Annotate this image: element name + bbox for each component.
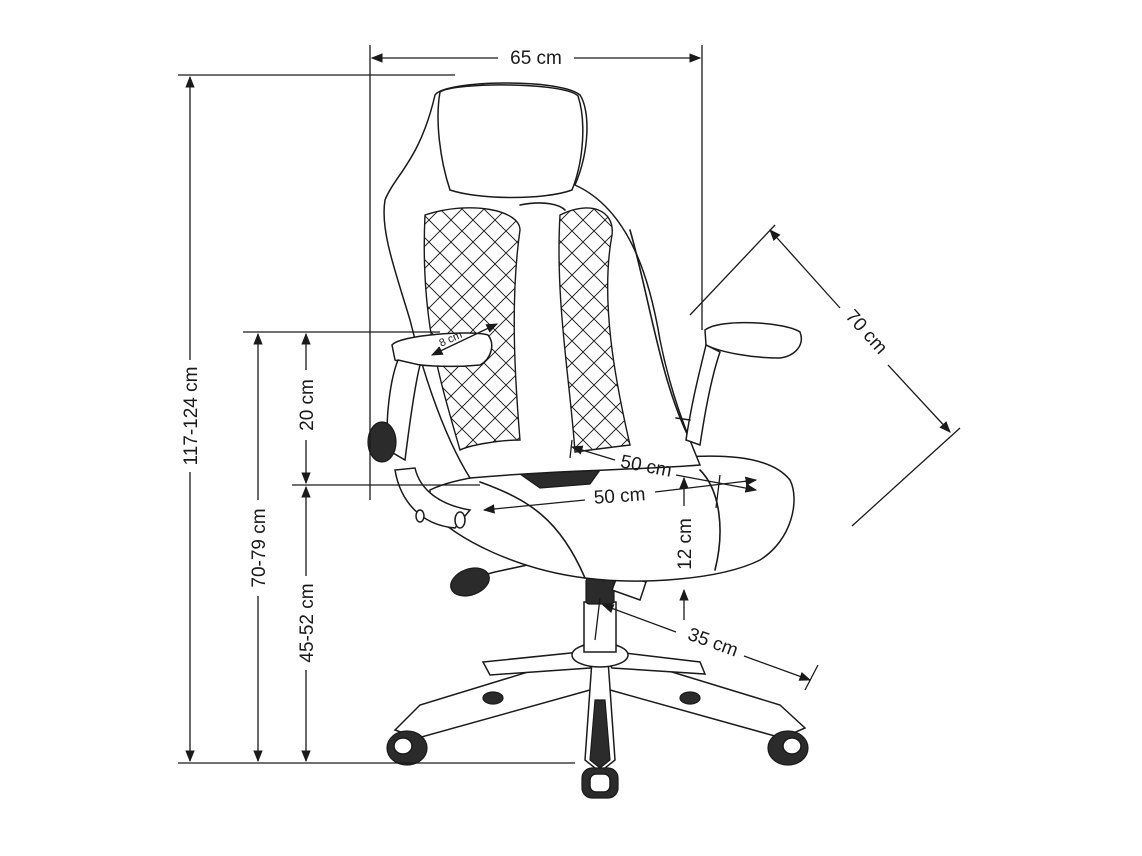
- chair-base: [393, 642, 807, 773]
- office-chair-illustration: [367, 82, 809, 799]
- dimension-lines: [178, 45, 961, 764]
- label-armrest-above-seat: 20 cm: [297, 379, 318, 431]
- casters: [386, 691, 809, 799]
- label-seat-height: 45-52 cm: [297, 583, 318, 662]
- gas-lift: [583, 573, 647, 653]
- label-seat-depth-diagonal: 70 cm: [841, 306, 891, 359]
- label-base-radius: 35 cm: [685, 624, 741, 661]
- seat: [429, 455, 795, 582]
- backrest: [383, 82, 702, 479]
- right-armrest: [675, 321, 802, 447]
- label-overall-height: 117-124 cm: [181, 367, 202, 466]
- label-armrest-height: 70-79 cm: [249, 508, 270, 587]
- label-seat-thickness: 12 cm: [675, 518, 696, 570]
- label-seat-width: 50 cm: [593, 484, 646, 509]
- label-overall-width: 65 cm: [510, 48, 562, 69]
